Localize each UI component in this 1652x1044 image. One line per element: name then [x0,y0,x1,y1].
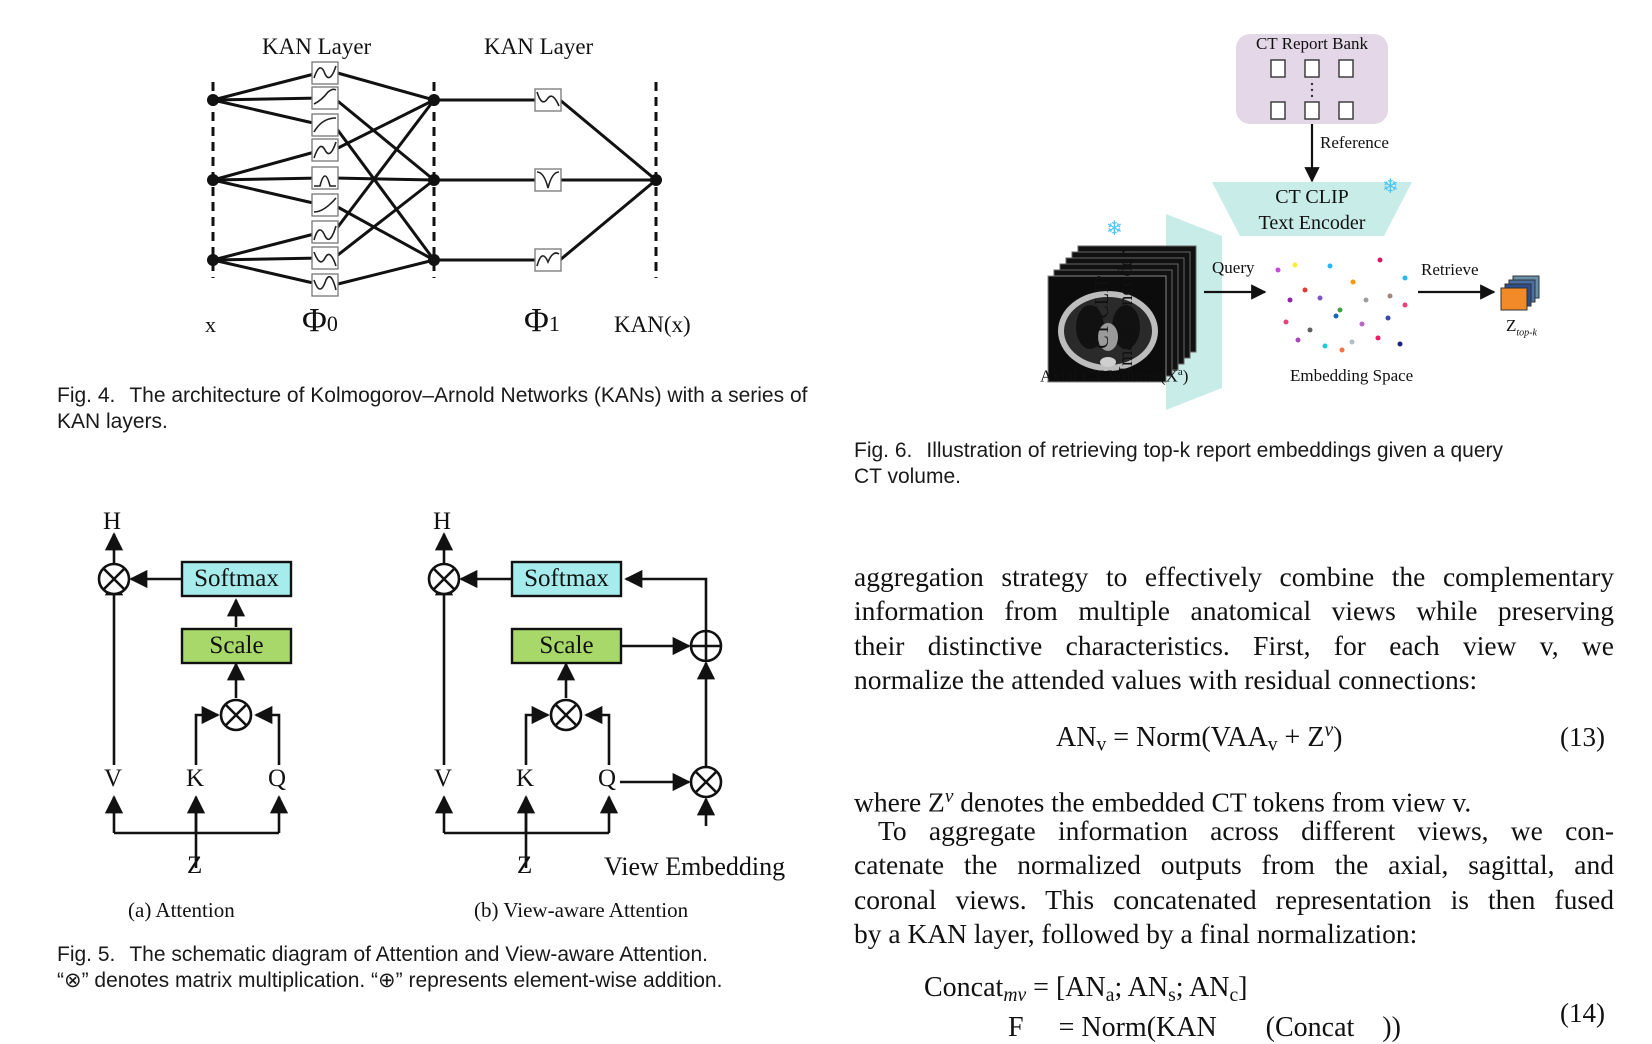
fig5b-K-label: K [516,765,535,792]
fig5-caption: Fig. 5.The schematic diagram of Attentio… [57,943,723,992]
fig4-input-x-label: x [205,312,216,337]
equation-13-number: (13) [1560,722,1605,752]
body-where-line: where Zv denotes the embedded CT tokens … [854,786,1472,818]
equation-13: ANv = Norm(VAAv + Zv) [1056,720,1343,756]
reference-label: Reference [1320,133,1389,152]
fig4-kan-layer-label-1: KAN Layer [262,34,372,59]
report-bank-label: CT Report Bank [1255,34,1369,53]
image-encoder-frozen-icon: ❄ [1106,216,1123,240]
fig4-kan-layer-label-2: KAN Layer [484,34,594,59]
embedding-points [1275,257,1408,353]
document-icons [1270,59,1354,120]
equation-14-line2: F = Norm(KAN (Concat )) [1008,1012,1401,1043]
fig4-caption: Fig. 4.The architecture of Kolmogorov–Ar… [57,384,808,433]
fig5a-scale-label: Scale [209,632,264,659]
fig5b-view-embedding-label: View Embedding [604,852,786,881]
fig5b-scale-label: Scale [539,632,594,659]
body-paragraph-2: To aggregate information across differen… [854,815,1614,949]
scale-box-a [180,627,293,665]
body-paragraph-1: aggregation strategy to effectively comb… [854,561,1614,695]
text-encoder-label: CT CLIP Text Encoder [1258,186,1366,234]
fig4-phi1-label: Φ1 [524,302,560,339]
fig6-caption: Fig. 6.Illustration of retrieving top-k … [854,439,1503,488]
fig5b-H-label: H [433,508,452,535]
fig5a-Q-label: Q [268,765,287,792]
fig6-retrieval-diagram: CT Report Bank Reference CT CLIP Text En… [900,0,1652,420]
fig6-svg [1047,34,1540,410]
fig4-network-svg [207,61,662,297]
fig4-output-label: KAN(x) [614,312,691,337]
softmax-box-a [180,560,293,598]
fig5-attention-diagrams: H Softmax Scale V K Q Z (a) Attention H … [0,500,820,930]
fig5b-Q-label: Q [598,765,617,792]
embedding-space-label: Embedding Space [1290,366,1414,385]
fig5a-subcaption: (a) Attention [128,898,235,922]
scale-box-b [510,627,623,665]
equation-14-line1: Concatmv = [ANa; ANs; ANc] [924,972,1248,1006]
softmax-box-b [510,560,623,598]
ct-volume-stack [1047,245,1197,383]
fig4-phi0-label: Φ0 [302,302,338,339]
fig5b-Z-label: Z [517,852,533,879]
fig5b-V-label: V [434,765,453,792]
z-topk-label: Ztop-k [1506,316,1537,339]
top-k-result-icon [1500,275,1540,311]
fig4-kan-diagram: KAN Layer KAN Layer x Φ0 Φ1 KAN(x) [0,0,820,350]
fig5a-K-label: K [186,765,205,792]
text-encoder-shape [1212,182,1412,236]
fig5-svg [97,532,723,868]
fig5a-V-label: V [104,765,123,792]
equation-14-number: (14) [1560,998,1605,1028]
fig5b-subcaption: (b) View-aware Attention [474,898,689,922]
fig5b-softmax-label: Softmax [524,565,609,592]
retrieve-label: Retrieve [1421,260,1479,279]
fig5a-softmax-label: Softmax [194,565,279,592]
fig5a-H-label: H [103,508,122,535]
axial-ct-volume-label: Axial CT Volume(Xa) [1040,366,1189,386]
text-encoder-frozen-icon: ❄ [1382,174,1399,198]
query-label: Query [1212,258,1255,277]
fig5a-Z-label: Z [187,852,203,879]
